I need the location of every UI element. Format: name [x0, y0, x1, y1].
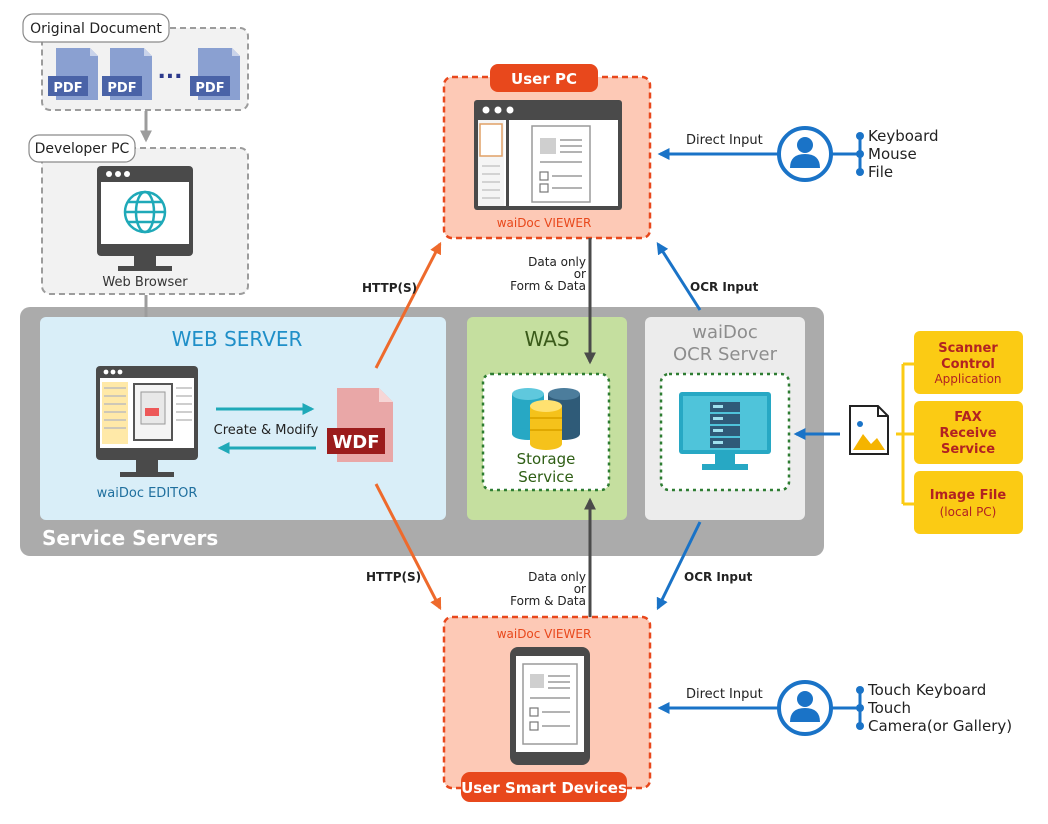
storage-line-2: Service — [518, 468, 573, 486]
create-modify-label: Create & Modify — [214, 423, 319, 438]
ocr-bottom-label: OCR Input — [684, 570, 753, 584]
smart-devices-badge: User Smart Devices — [461, 779, 627, 797]
arrow-ocr-top — [656, 241, 702, 311]
tablet-icon — [510, 647, 590, 765]
source-scanner-line-2: Control — [941, 357, 995, 372]
developer-pc-group: Developer PC Web Browser — [28, 134, 249, 295]
data-top-line-3: Form & Data — [510, 279, 586, 293]
user-pc-viewer: User PC waiDoc VIEWER — [442, 64, 652, 240]
ocr-title-line-1: waiDoc — [692, 322, 758, 343]
source-scanner-line-1: Scanner — [938, 341, 998, 356]
http-top-label: HTTP(S) — [362, 281, 417, 295]
pdf-label-1: PDF — [53, 81, 82, 96]
wdf-label: WDF — [332, 432, 379, 453]
pdf-file-icon: PDF — [190, 48, 240, 100]
source-fax: FAX Receive Service — [914, 401, 1023, 464]
original-document-label: Original Document — [30, 21, 162, 37]
data-bottom-line-1: Data only — [528, 570, 586, 584]
pc-input-file: File — [868, 163, 893, 181]
source-fax-line-2: Receive — [939, 426, 996, 441]
image-file-icon — [849, 405, 889, 455]
smart-devices-viewer-caption: waiDoc VIEWER — [497, 627, 592, 641]
user-icon — [777, 680, 833, 736]
service-servers-label: Service Servers — [42, 526, 218, 550]
arrow-http-bottom — [374, 483, 442, 611]
direct-bottom-label: Direct Input — [686, 687, 763, 702]
pdf-file-icon: PDF — [102, 48, 152, 100]
source-scanner-sub: Application — [934, 372, 1001, 386]
device-input-touch-keyboard: Touch Keyboard — [867, 681, 986, 699]
server-rack-icon — [710, 402, 740, 448]
smart-devices-viewer: waiDoc VIEWER User Smart Devices — [442, 615, 652, 802]
ocr-title-line-2: OCR Server — [673, 344, 778, 365]
pc-input-mouse: Mouse — [868, 145, 917, 163]
monitor-icon — [97, 166, 193, 271]
source-scanner: Scanner Control Application — [914, 331, 1023, 394]
data-top-line-2: or — [574, 267, 586, 281]
user-pc-viewer-caption: waiDoc VIEWER — [497, 216, 592, 230]
data-bottom-line-2: or — [574, 582, 586, 596]
pdf-ellipsis: ... — [157, 59, 182, 84]
arrow-ocr-bottom — [656, 521, 702, 611]
was-title: WAS — [524, 327, 569, 351]
developer-pc-label: Developer PC — [35, 141, 130, 157]
data-bottom-line-3: Form & Data — [510, 594, 586, 608]
direct-top-label: Direct Input — [686, 133, 763, 148]
device-input-camera: Camera(or Gallery) — [868, 717, 1012, 735]
pdf-label-2: PDF — [107, 81, 136, 96]
waidoc-editor-caption: waiDoc EDITOR — [97, 486, 198, 501]
globe-icon — [123, 190, 167, 234]
pc-input-keyboard: Keyboard — [868, 127, 939, 145]
source-image-file: Image File (local PC) — [914, 471, 1023, 534]
original-document-group: Original Document PDF PDF ... PDF — [22, 13, 249, 111]
arrow-http-top — [374, 241, 442, 369]
source-fax-line-1: FAX — [954, 410, 981, 425]
source-image-sub: (local PC) — [940, 505, 997, 519]
source-fax-line-3: Service — [941, 442, 995, 457]
web-server-title: WEB SERVER — [172, 327, 303, 351]
http-bottom-label: HTTP(S) — [366, 570, 421, 584]
pdf-label-3: PDF — [195, 81, 224, 96]
ocr-server-box: waiDoc OCR Server — [645, 317, 805, 520]
database-icon — [512, 388, 580, 450]
pdf-file-icon: PDF — [48, 48, 98, 100]
data-top-line-1: Data only — [528, 255, 586, 269]
wdf-file-icon: WDF — [327, 388, 393, 462]
device-input-touch: Touch — [867, 699, 911, 717]
web-browser-caption: Web Browser — [102, 275, 188, 290]
user-pc-badge: User PC — [511, 70, 577, 88]
monitor-icon — [96, 366, 198, 477]
web-server-box: WEB SERVER waiDoc EDITOR Create & Modify… — [40, 317, 446, 520]
storage-line-1: Storage — [517, 450, 576, 468]
user-icon — [777, 126, 833, 182]
source-image-line-1: Image File — [930, 488, 1007, 503]
browser-window-icon — [474, 100, 622, 210]
was-box: WAS Storage Service — [467, 317, 627, 520]
ocr-top-label: OCR Input — [690, 280, 759, 294]
